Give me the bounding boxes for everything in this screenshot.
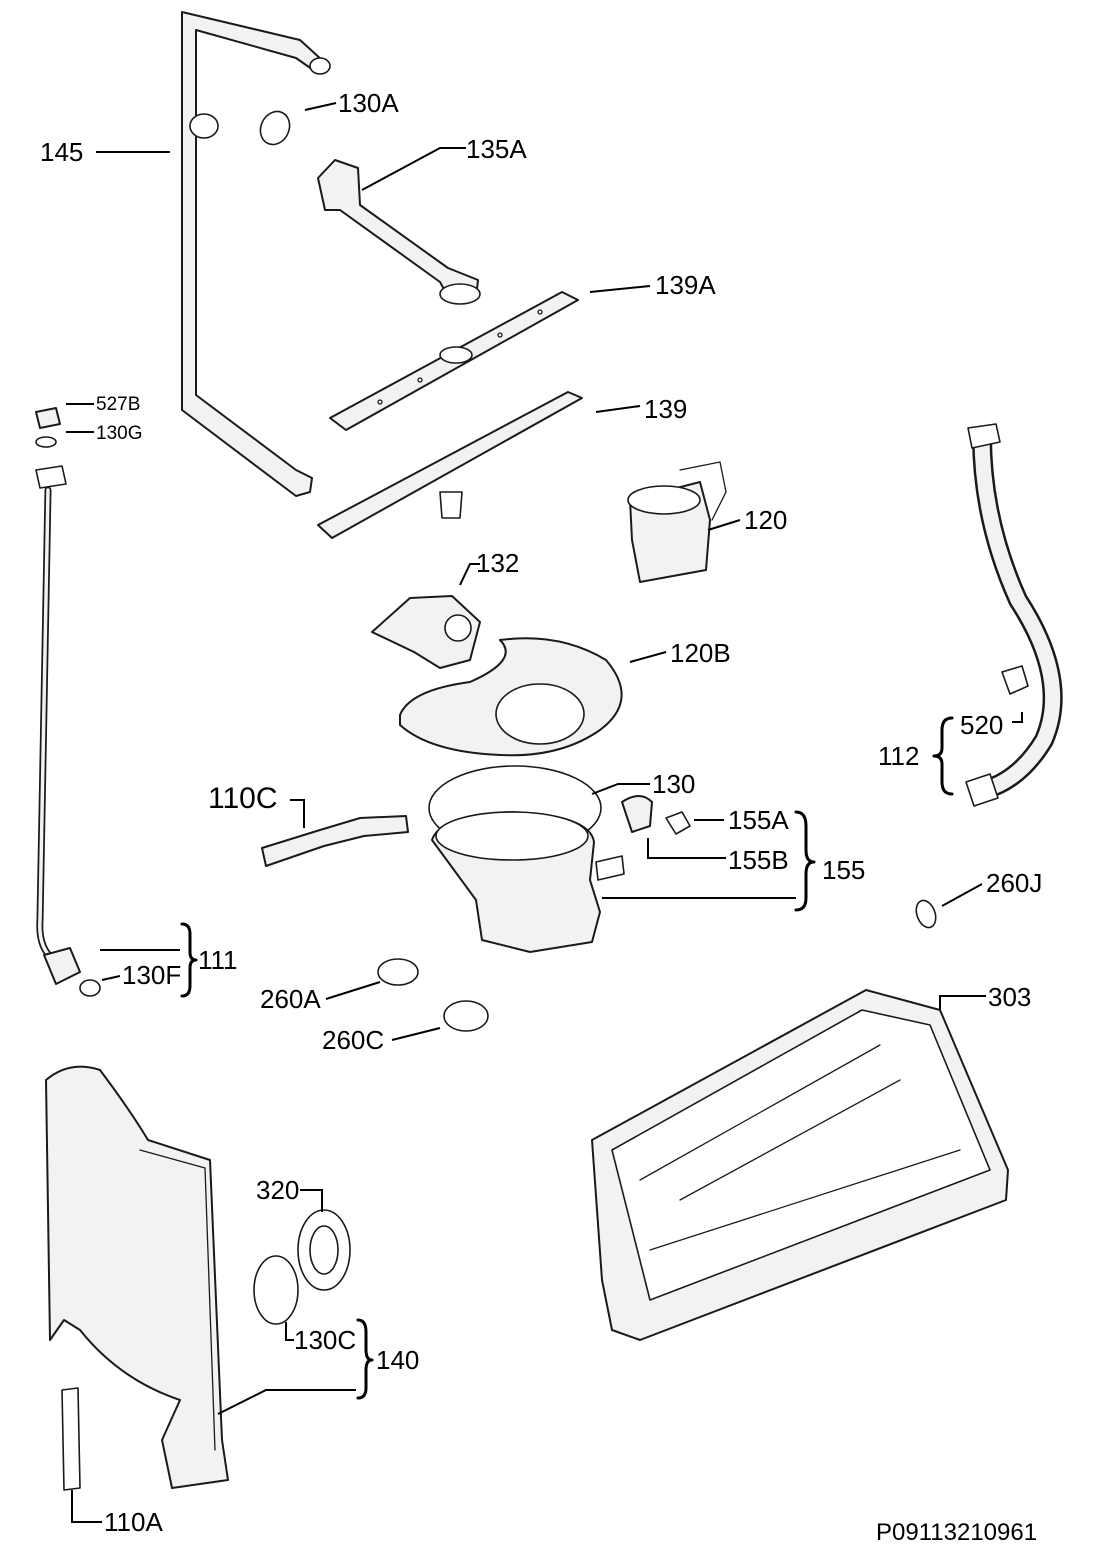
label-145: 145: [40, 137, 83, 167]
label-520: 520: [960, 710, 1003, 740]
label-303: 303: [988, 982, 1031, 1012]
label-139: 139: [644, 394, 687, 424]
part-139a-upper-spray-arm: [329, 291, 579, 431]
label-260j: 260J: [986, 868, 1042, 898]
label-132: 132: [476, 548, 519, 578]
part-130f-washer: [79, 979, 101, 997]
part-110a-tube: [61, 1387, 81, 1491]
label-260c: 260C: [322, 1025, 384, 1055]
drawing-code: P09113210961: [876, 1519, 1037, 1546]
part-130a-o-ring: [259, 110, 291, 146]
part-145-supply-pipe: [181, 11, 331, 497]
part-303-base-frame: [591, 989, 1009, 1341]
label-130a: 130A: [338, 88, 399, 118]
label-111: 111: [198, 945, 238, 975]
label-527b: 527B: [96, 394, 140, 415]
label-320: 320: [256, 1175, 299, 1205]
brace-155: [794, 810, 816, 912]
leader-lines: [66, 102, 1023, 1523]
label-155b: 155B: [728, 845, 789, 875]
part-260j-clamp: [915, 899, 937, 929]
brace-112: [932, 716, 954, 796]
part-139-lower-spray-arm: [317, 391, 583, 539]
label-130: 130: [652, 769, 695, 799]
brace-140: [356, 1318, 374, 1400]
part-527b-nut: [35, 407, 61, 429]
part-132-valve-bracket: [371, 595, 481, 669]
label-130c: 130C: [294, 1325, 356, 1355]
label-110c: 110C: [208, 782, 278, 815]
label-130g: 130G: [96, 423, 142, 444]
part-120-filter: [627, 461, 727, 583]
brace-111: [180, 922, 198, 998]
part-520-hose-clip: [1001, 665, 1029, 695]
part-140-water-softener: [45, 1065, 351, 1489]
part-111-inlet-hose: [35, 465, 81, 985]
label-112: 112: [878, 741, 919, 771]
part-260c-clamp: [443, 1000, 489, 1032]
label-155a: 155A: [728, 805, 789, 835]
part-labels: 145 130A 135A 139A 139 527B 130G 120 132…: [40, 88, 1042, 1537]
part-130g-washer: [35, 436, 57, 448]
part-260a-clamp: [377, 958, 419, 986]
label-155: 155: [822, 855, 865, 885]
label-120b: 120B: [670, 638, 731, 668]
label-139a: 139A: [655, 270, 716, 300]
part-135a-upper-arm-pipe: [317, 159, 481, 305]
label-260a: 260A: [260, 984, 321, 1014]
part-110c-corrugated-hose: [261, 815, 409, 867]
part-sump-assembly: [431, 811, 625, 953]
label-120: 120: [744, 505, 787, 535]
label-135a: 135A: [466, 134, 527, 164]
part-112-drain-hose: [965, 423, 1063, 807]
part-155b-elbow: [621, 795, 653, 833]
part-120b-filter-plate: [399, 637, 623, 757]
label-140: 140: [376, 1345, 419, 1375]
label-130f: 130F: [122, 960, 181, 990]
part-155a-connector: [665, 811, 691, 835]
label-110a: 110A: [104, 1507, 163, 1537]
